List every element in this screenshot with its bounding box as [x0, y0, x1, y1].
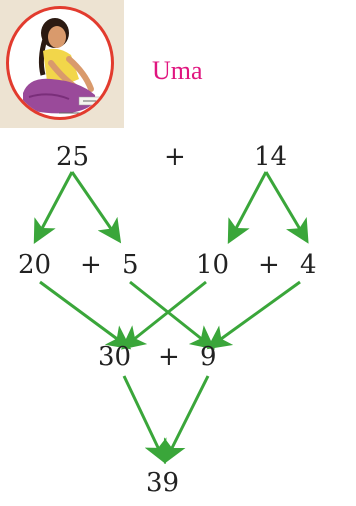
- arrow-14-to-4: [266, 172, 304, 236]
- arrow-14-to-10: [232, 172, 266, 236]
- tens-20: 20: [18, 252, 51, 278]
- addend-14: 14: [254, 144, 287, 170]
- arrow-9-to-39: [168, 376, 208, 456]
- arrow-25-to-20: [38, 172, 72, 236]
- ones-sum-9: 9: [200, 344, 217, 370]
- arrow-20-to-30: [40, 282, 124, 344]
- ones-5: 5: [122, 252, 139, 278]
- ones-4: 4: [300, 252, 317, 278]
- tens-10: 10: [196, 252, 229, 278]
- plus-sign: +: [164, 144, 186, 170]
- arrow-30-to-39: [124, 376, 162, 456]
- plus-sign: +: [80, 252, 102, 278]
- plus-sign: +: [158, 344, 180, 370]
- addend-25: 25: [56, 144, 89, 170]
- plus-sign: +: [258, 252, 280, 278]
- arrow-25-to-5: [72, 172, 116, 236]
- result-39: 39: [146, 470, 179, 496]
- tens-sum-30: 30: [98, 344, 131, 370]
- arrow-4-to-9: [214, 282, 300, 344]
